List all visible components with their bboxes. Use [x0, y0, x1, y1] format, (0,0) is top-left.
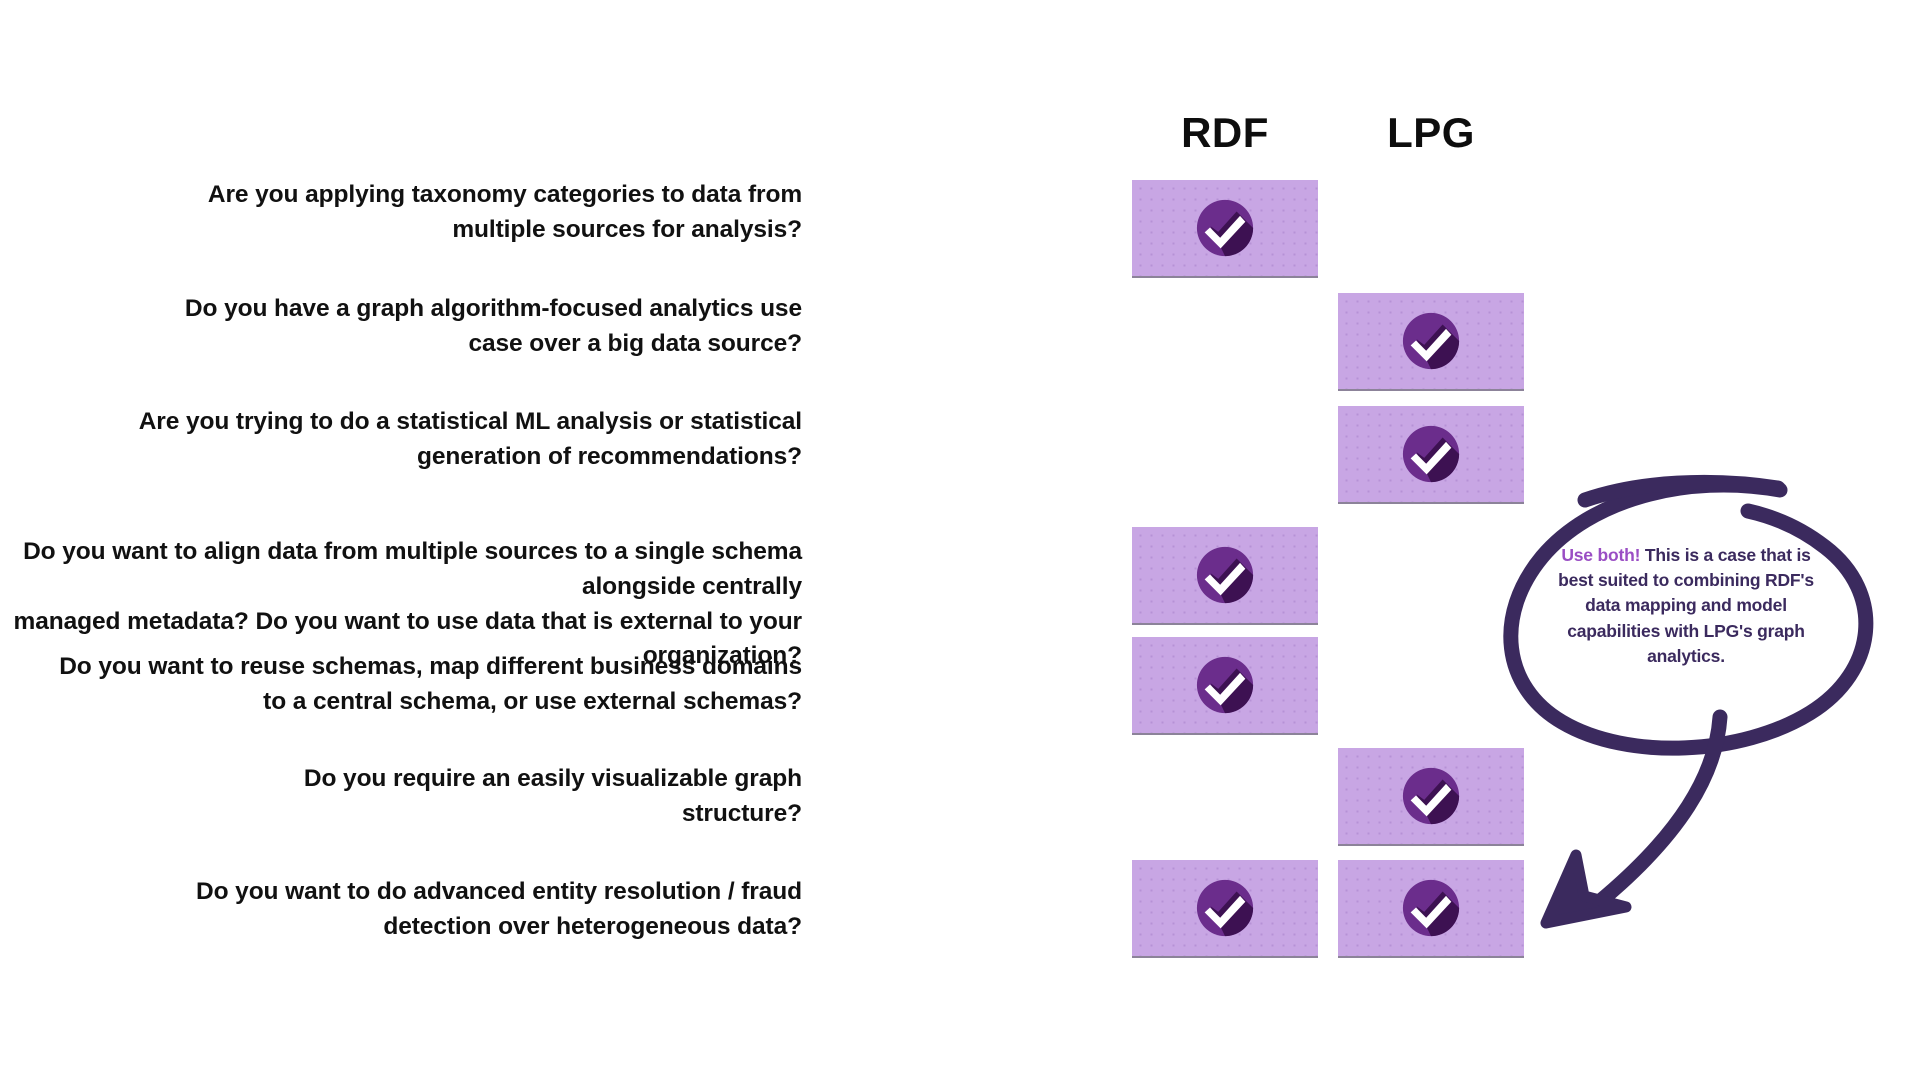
question-text: Are you trying to do a statistical ML an…: [138, 408, 802, 470]
column-header-lpg: LPG: [1387, 109, 1475, 156]
check-cell-rdf[interactable]: [1132, 527, 1318, 625]
question-text: Do you require an easily visualizable gr…: [303, 765, 802, 827]
check-circle-icon: [1402, 767, 1460, 825]
hand-drawn-circle-arrow-icon: [1503, 474, 1874, 929]
check-circle-icon: [1402, 879, 1460, 937]
check-circle-icon: [1402, 312, 1460, 370]
check-cell-lpg[interactable]: [1338, 406, 1524, 504]
check-cell-lpg[interactable]: [1338, 293, 1524, 391]
check-circle-icon: [1196, 546, 1254, 604]
question-text: Do you have a graph algorithm-focused an…: [184, 295, 802, 357]
check-cell-rdf[interactable]: [1132, 180, 1318, 278]
check-circle-icon: [1196, 879, 1254, 937]
annotation-callout: Use both! This is a case that is best su…: [1480, 455, 1920, 955]
question-text: Do you want to do advanced entity resolu…: [196, 878, 802, 940]
annotation-text: Use both! This is a case that is best su…: [1552, 543, 1820, 669]
question-text: Do you want to align data from multiple …: [13, 538, 803, 670]
column-header-rdf: RDF: [1181, 109, 1269, 156]
annotation-lead-text: Use both!: [1561, 545, 1641, 565]
check-circle-icon: [1402, 425, 1460, 483]
check-circle-icon: [1196, 656, 1254, 714]
question-text: Do you want to reuse schemas, map differ…: [59, 653, 802, 715]
check-cell-rdf[interactable]: [1132, 637, 1318, 735]
check-circle-icon: [1196, 199, 1254, 257]
annotation-body-text: This is a case that is best suited to co…: [1558, 545, 1814, 666]
check-cell-lpg[interactable]: [1338, 748, 1524, 846]
check-cell-rdf[interactable]: [1132, 860, 1318, 958]
check-cell-lpg[interactable]: [1338, 860, 1524, 958]
question-text: Are you applying taxonomy categories to …: [207, 181, 802, 243]
